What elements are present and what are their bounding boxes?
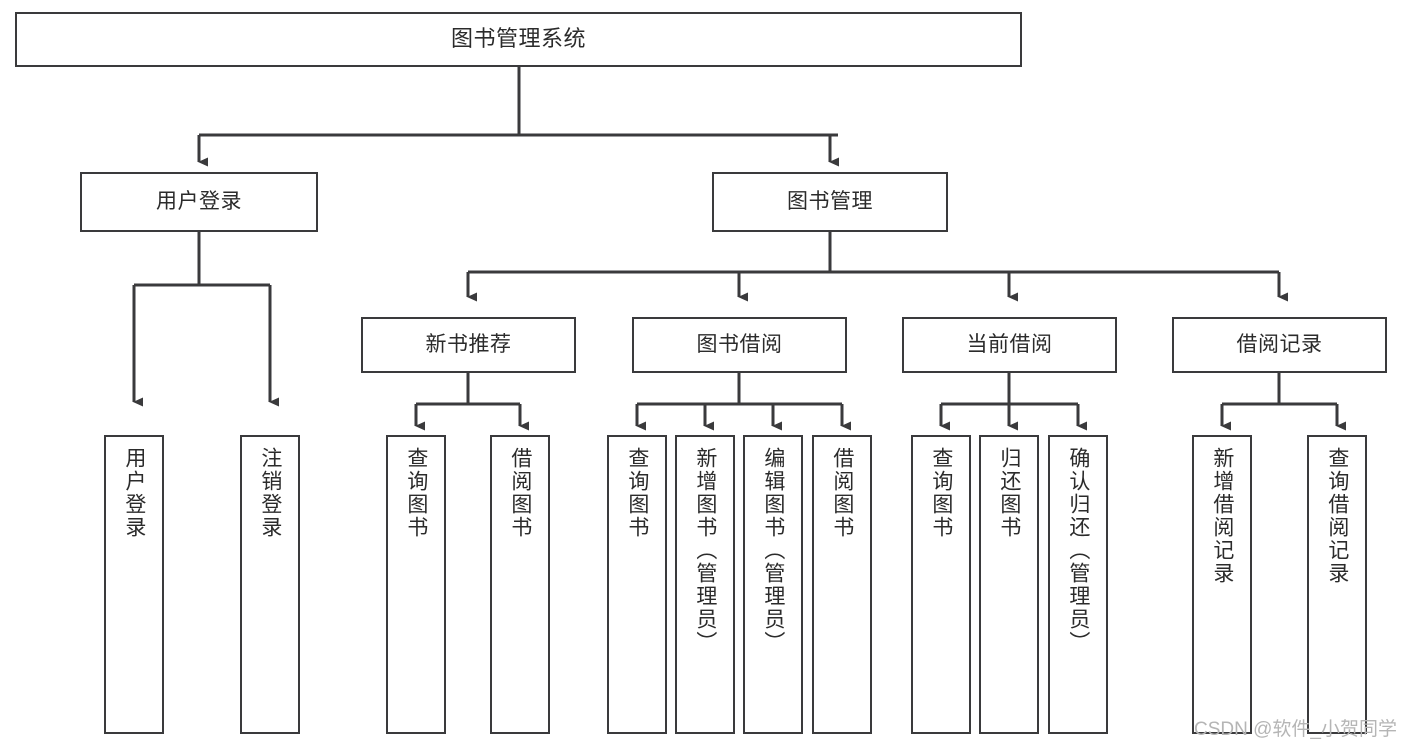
node-user-login[interactable]: 用户登录 [80, 172, 318, 232]
watermark-text: CSDN @软件_小贺同学 [1194, 719, 1397, 740]
node-label: 编辑图书（管理员） [761, 447, 785, 654]
node-label: 用户登录 [156, 190, 242, 214]
leaf-new-book-borrow-book[interactable]: 借阅图书 [490, 435, 550, 734]
leaf-user-login-login[interactable]: 用户登录 [104, 435, 164, 734]
node-label: 借阅图书 [830, 447, 854, 539]
node-label: 图书管理 [787, 190, 873, 214]
leaf-book-borrow-edit-book[interactable]: 编辑图书（管理员） [743, 435, 803, 734]
node-book-management[interactable]: 图书管理 [712, 172, 948, 232]
node-label: 新书推荐 [425, 333, 512, 357]
node-label: 图书管理系统 [450, 26, 586, 52]
node-root-system[interactable]: 图书管理系统 [15, 12, 1022, 67]
node-label: 查询图书 [404, 447, 428, 539]
node-new-book-recommend[interactable]: 新书推荐 [361, 317, 576, 373]
node-label: 借阅记录 [1236, 333, 1323, 357]
leaf-user-login-logout[interactable]: 注销登录 [240, 435, 300, 734]
node-label: 查询图书 [929, 447, 953, 539]
node-label: 用户登录 [122, 447, 146, 539]
leaf-current-borrow-query-book[interactable]: 查询图书 [911, 435, 971, 734]
leaf-borrow-record-add-record[interactable]: 新增借阅记录 [1192, 435, 1252, 734]
node-label: 借阅图书 [508, 447, 532, 539]
node-label: 归还图书 [997, 447, 1021, 539]
leaf-book-borrow-query-book[interactable]: 查询图书 [607, 435, 667, 734]
node-label: 查询借阅记录 [1325, 447, 1349, 585]
node-label: 查询图书 [625, 447, 649, 539]
node-label: 注销登录 [258, 447, 282, 539]
leaf-current-borrow-return-book[interactable]: 归还图书 [979, 435, 1039, 734]
node-label: 新增图书（管理员） [693, 447, 717, 654]
leaf-new-book-query-book[interactable]: 查询图书 [386, 435, 446, 734]
node-book-borrow[interactable]: 图书借阅 [632, 317, 847, 373]
node-borrow-record[interactable]: 借阅记录 [1172, 317, 1387, 373]
leaf-book-borrow-add-book[interactable]: 新增图书（管理员） [675, 435, 735, 734]
leaf-current-borrow-confirm-return[interactable]: 确认归还（管理员） [1048, 435, 1108, 734]
node-label: 图书借阅 [696, 333, 783, 357]
node-label: 确认归还（管理员） [1066, 447, 1090, 654]
leaf-book-borrow-borrow-book[interactable]: 借阅图书 [812, 435, 872, 734]
leaf-borrow-record-query-record[interactable]: 查询借阅记录 [1307, 435, 1367, 734]
node-label: 新增借阅记录 [1210, 447, 1234, 585]
node-label: 当前借阅 [966, 333, 1053, 357]
node-current-borrow[interactable]: 当前借阅 [902, 317, 1117, 373]
